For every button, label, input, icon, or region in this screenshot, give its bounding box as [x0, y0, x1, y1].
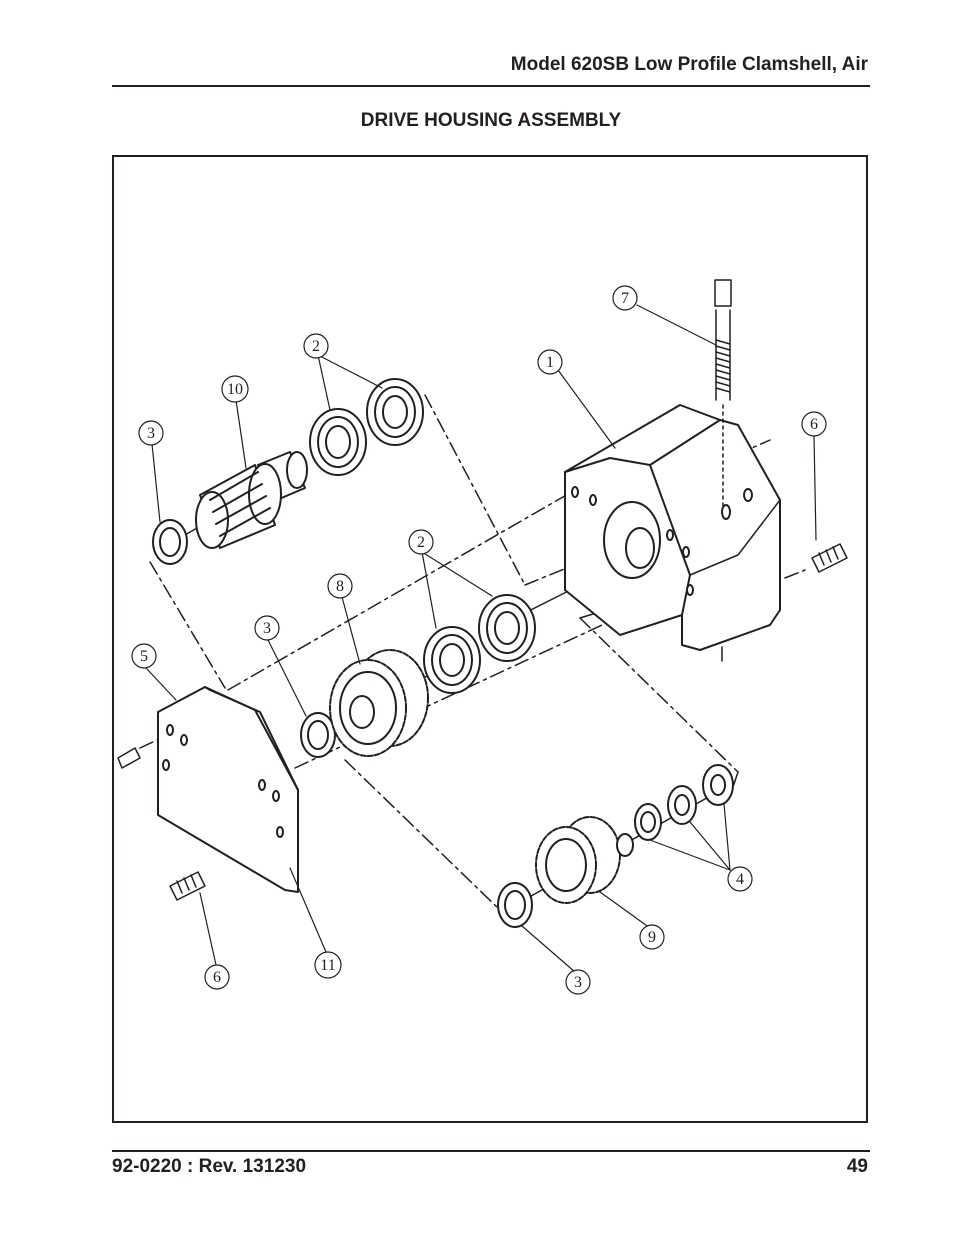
callout-3-middle-label: 3 — [263, 620, 271, 637]
end-plate-11 — [157, 686, 299, 893]
callout-11-label: 11 — [320, 957, 335, 974]
pinion-shaft-10 — [195, 451, 308, 549]
dowel-pin-left — [117, 747, 141, 769]
callout-7-label: 7 — [621, 290, 629, 307]
callout-5: 5 — [131, 643, 157, 669]
callout-4: 4 — [727, 866, 753, 892]
callout-6-upper: 6 — [801, 411, 827, 437]
footer-rule — [112, 1150, 870, 1152]
callout-1: 1 — [537, 349, 563, 375]
bearing-2-mid-a — [423, 626, 481, 694]
set-screw-6-upper — [811, 543, 848, 573]
callout-2-middle-label: 2 — [417, 534, 425, 551]
gear-8 — [329, 649, 429, 757]
callout-7: 7 — [612, 285, 638, 311]
callout-3-lower-label: 3 — [574, 974, 582, 991]
bearing-2-top-a — [309, 408, 367, 476]
callout-5-label: 5 — [140, 648, 148, 665]
bearing-2-mid-b — [478, 594, 536, 662]
snap-ring-3-middle — [300, 712, 336, 758]
gear-9 — [535, 816, 634, 904]
callout-3-middle: 3 — [254, 615, 280, 641]
callout-3-lower: 3 — [565, 969, 591, 995]
callout-6-upper-label: 6 — [810, 416, 818, 433]
callout-2-top: 2 — [303, 333, 329, 359]
bearing-2-top-b — [366, 378, 424, 446]
callout-2-top-label: 2 — [312, 338, 320, 355]
set-screw-6-lower — [169, 871, 206, 901]
section-title: DRIVE HOUSING ASSEMBLY — [360, 110, 622, 131]
callout-8: 8 — [327, 573, 353, 599]
callout-3-upper: 3 — [138, 420, 164, 446]
callout-2-middle: 2 — [408, 529, 434, 555]
callout-1-label: 1 — [546, 354, 554, 371]
leader-lines — [145, 304, 817, 973]
cap-screw-7 — [714, 279, 732, 511]
callout-6-lower: 6 — [204, 964, 230, 990]
callout-10: 10 — [221, 375, 249, 403]
callout-4-label: 4 — [736, 871, 744, 888]
callout-9-label: 9 — [648, 929, 656, 946]
callout-8-label: 8 — [336, 578, 344, 595]
callout-6-lower-label: 6 — [213, 969, 221, 986]
callout-9: 9 — [639, 924, 665, 950]
snap-ring-3-lower — [497, 882, 533, 928]
header-rule — [112, 85, 870, 87]
callout-10-label: 10 — [227, 381, 243, 398]
page-number: 49 — [846, 1156, 868, 1177]
callout-3-upper-label: 3 — [147, 425, 155, 442]
washers-4 — [634, 764, 734, 841]
diagram-frame: 1 2 2 3 3 3 4 5 6 6 7 8 — [112, 155, 868, 1123]
page-header-title: Model 620SB Low Profile Clamshell, Air — [510, 54, 868, 75]
snap-ring-3-upper — [152, 519, 188, 565]
callout-11: 11 — [314, 951, 342, 979]
drive-housing — [564, 404, 781, 651]
document-number: 92-0220 : Rev. 131230 — [112, 1156, 307, 1177]
